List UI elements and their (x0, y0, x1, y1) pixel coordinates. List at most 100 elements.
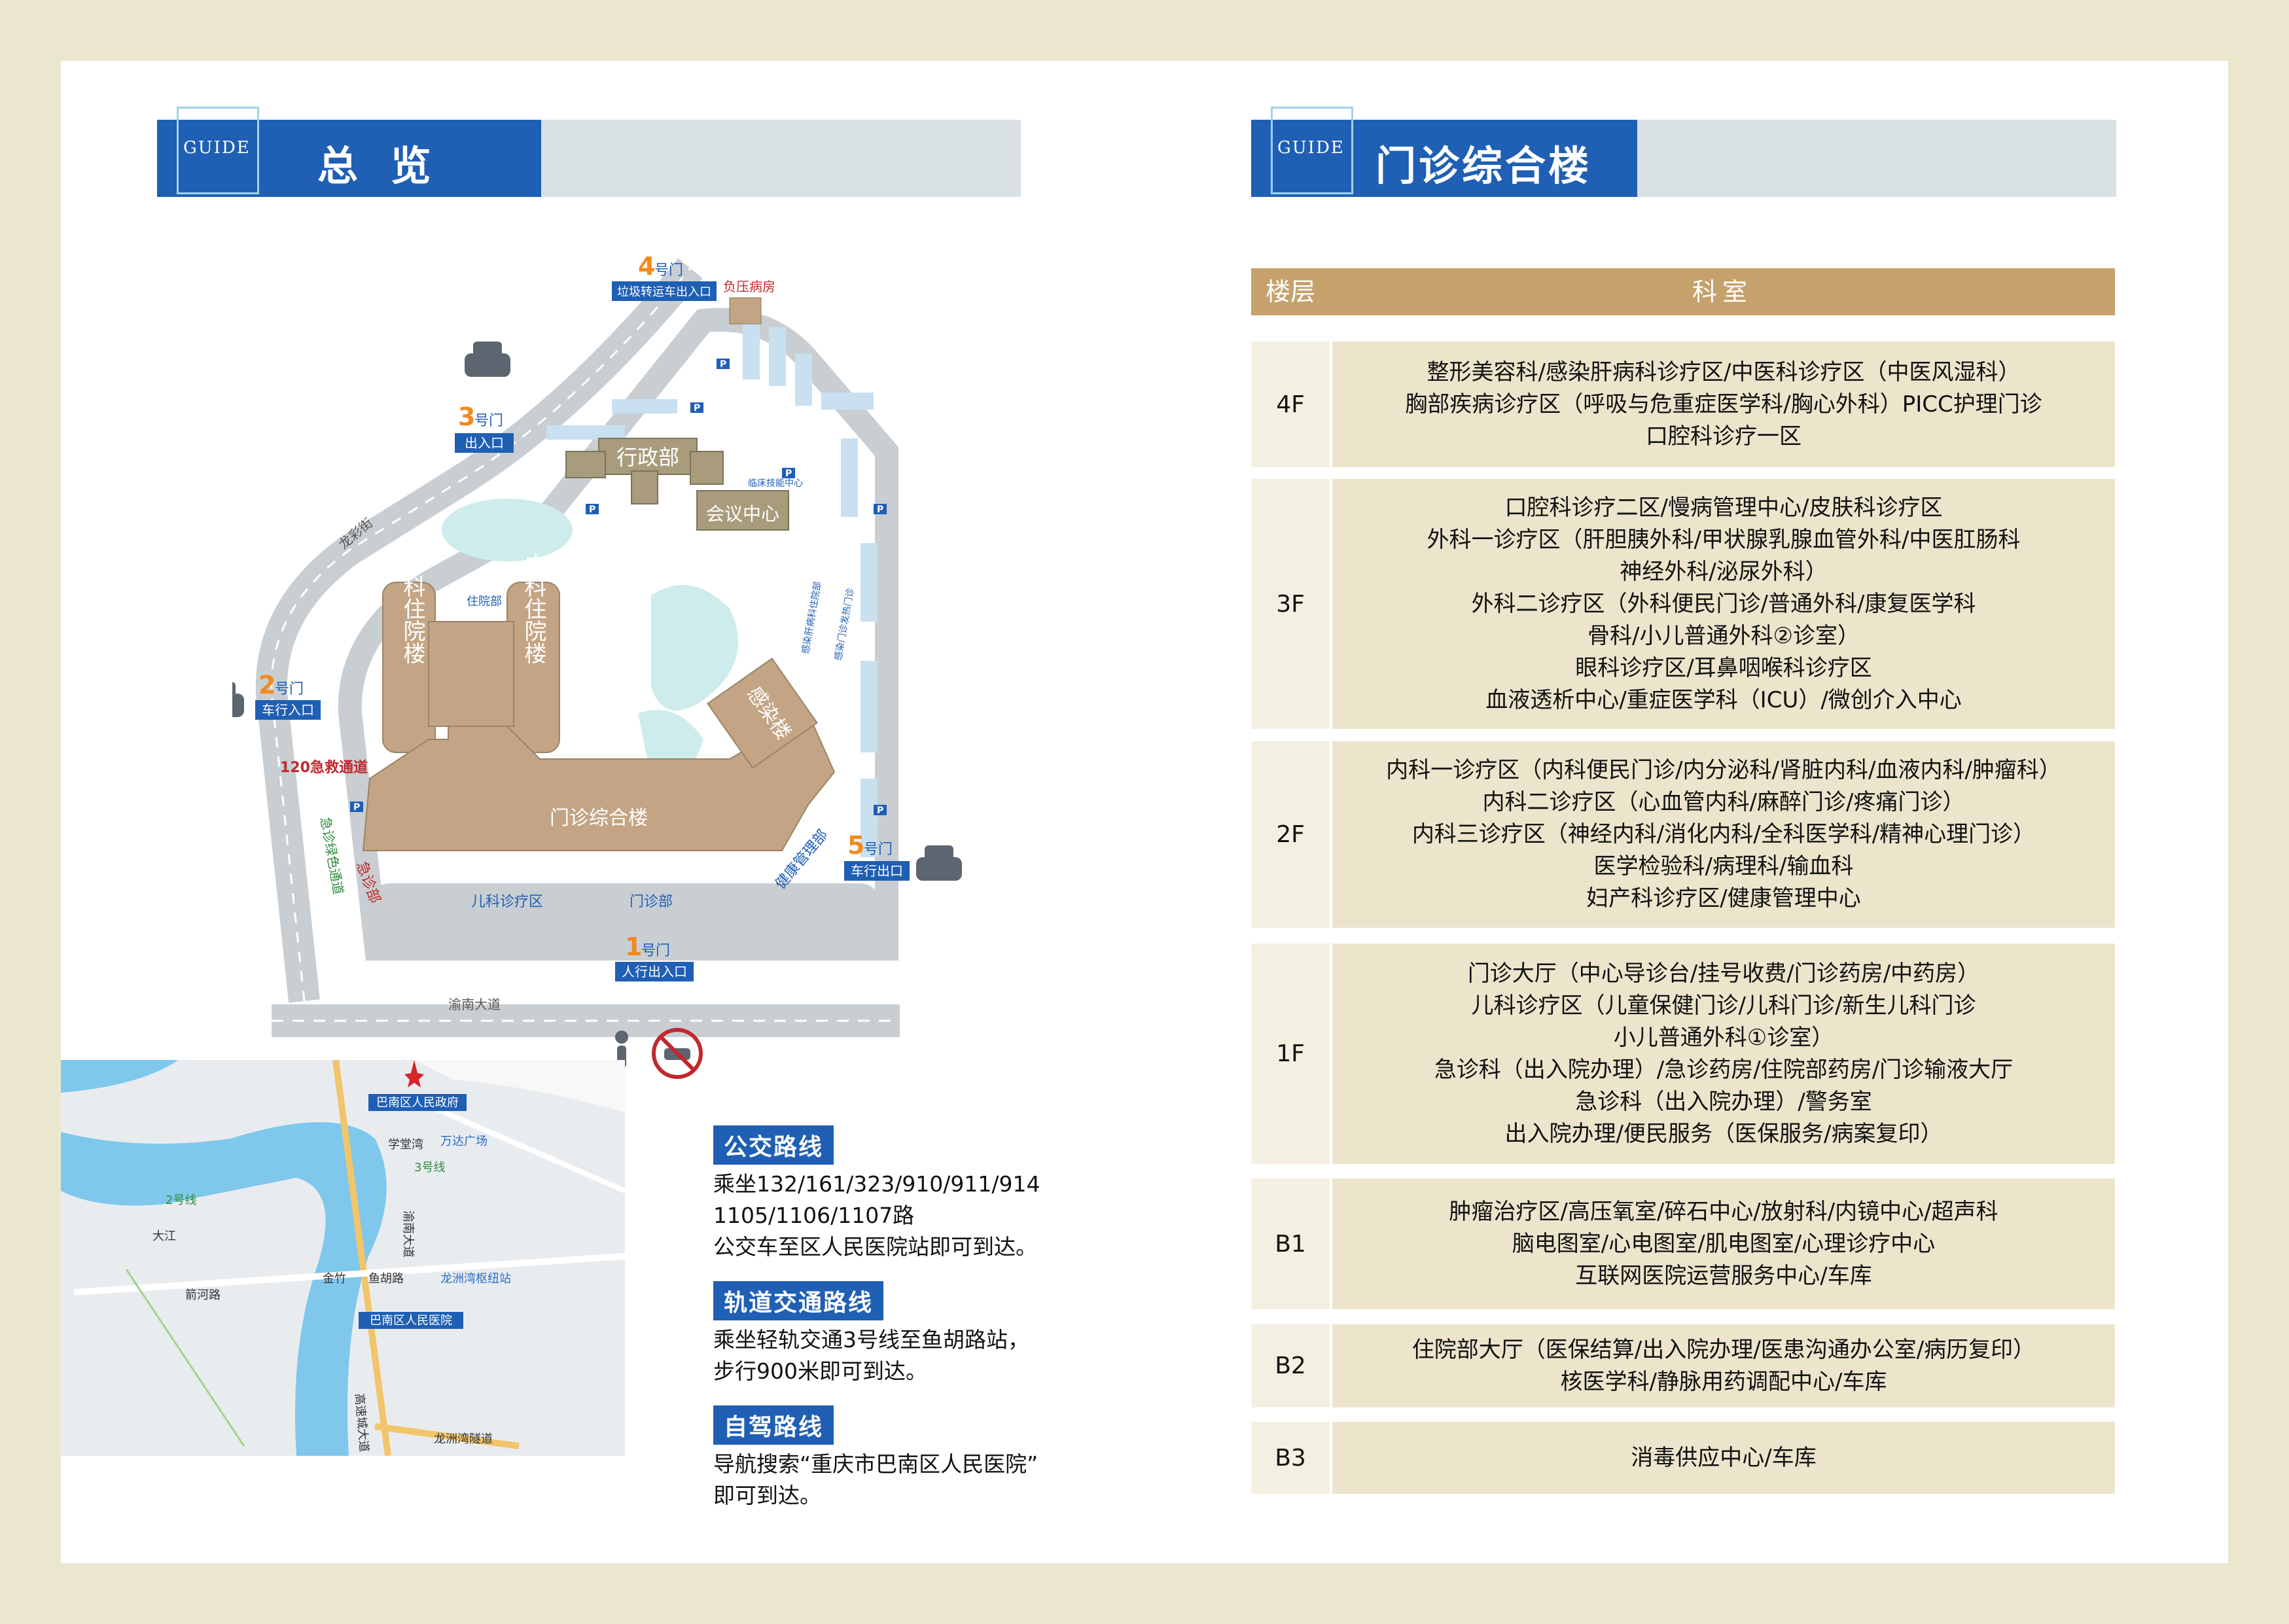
floor-cell: 2F (1251, 741, 1330, 928)
dept-line: 急诊科（出入院办理）/急诊药房/住院部药房/门诊输液大厅 (1434, 1056, 2014, 1083)
drive-route-title: 自驾路线 (713, 1405, 834, 1445)
car-icon (916, 845, 962, 881)
dept-line: 消毒供应中心/车库 (1631, 1444, 1817, 1471)
dept-line: 内科三诊疗区（神经内科/消化内科/全科医学科/精神心理门诊） (1411, 821, 2036, 847)
dept-line: 门诊大厅（中心导诊台/挂号收费/门诊药房/中药房） (1467, 960, 1980, 987)
dept-cell: 口腔科诊疗二区/慢病管理中心/皮肤科诊疗区外科一诊疗区（肝胆胰外科/甲状腺乳腺血… (1332, 479, 2115, 729)
table-header: 楼层 科室 (1251, 268, 2115, 315)
dept-line: 血液透析中心/重症医学科（ICU）/微创介入中心 (1485, 686, 1962, 713)
floor-cell: 3F (1251, 479, 1330, 729)
dept-cell: 肿瘤治疗区/高压氧室/碎石中心/放射科/内镜中心/超声科脑电图室/心电图室/肌电… (1332, 1178, 2115, 1309)
huayuan-label: 高速城大道 (352, 1393, 371, 1453)
road-yunan-label: 渝南大道 (448, 997, 501, 1012)
table-row: B2 住院部大厅（医保结算/出入院办理/医患沟通办公室/病历复印） 核医学科/静脉用… (1251, 1324, 2115, 1407)
campus-map: 行政部 会议中心 临床技能中心 负压病房 外科住院楼 内科住院楼 门诊综合楼 感… (198, 242, 978, 1093)
dept-cell: 住院部大厅（医保结算/出入院办理/医患沟通办公室/病历复印） 核医学科/静脉用药调… (1332, 1324, 2115, 1407)
outpatient-title: 门诊综合楼 (1375, 142, 1592, 190)
gate-3: 3 号门 出入口 (455, 402, 514, 453)
svg-text:1: 1 (625, 932, 642, 961)
ward-entrance-label: 住院部 (467, 595, 502, 609)
conference-label: 会议中心 (706, 503, 779, 525)
car-icon (198, 682, 244, 717)
header-grey-block (1637, 120, 2116, 197)
svg-text:4: 4 (638, 252, 655, 281)
dept-line: 儿科诊疗区（儿童保健门诊/儿科门诊/新生儿科门诊 (1471, 992, 1976, 1019)
bus-route-text: 乘坐132/161/323/910/911/914 1105/1106/1107… (713, 1171, 1040, 1260)
dept-line: 核医学科/静脉用药调配中心/车库 (1560, 1368, 1887, 1395)
guide-frame (1271, 107, 1353, 194)
dept-line: 口腔科诊疗一区 (1646, 423, 1801, 450)
gate-1: 1 号门 人行出入口 (615, 932, 694, 981)
svg-text:号门: 号门 (654, 262, 683, 279)
longzhou-label: 龙洲湾枢纽站 (440, 1272, 511, 1286)
floor-cell: 4F (1251, 342, 1330, 467)
guide-label: GUIDE (183, 138, 251, 158)
xuetangwan-label: 学堂湾 (388, 1138, 423, 1152)
dept-line: 妇产科诊疗区/健康管理中心 (1586, 885, 1861, 911)
rail-route: 轨道交通路线 乘坐轻轨交通3号线至鱼胡路站， 步行900米即可到达。 (713, 1281, 1171, 1387)
dept-line: 神经外科/泌尿外科） (1620, 558, 1828, 585)
location-minimap: 巴南区人民政府 巴南区人民医院 万达广场 学堂湾 3号线 2号线 大江 金竹 鱼… (61, 1060, 625, 1456)
dept-line: 住院部大厅（医保结算/出入院办理/医患沟通办公室/病历复印） (1411, 1336, 2036, 1363)
rail-route-text: 乘坐轻轨交通3号线至鱼胡路站， 步行900米即可到达。 (713, 1327, 1029, 1384)
rail-route-title: 轨道交通路线 (713, 1281, 884, 1320)
wanda-label: 万达广场 (440, 1135, 488, 1148)
dept-line: 肿瘤治疗区/高压氧室/碎石中心/放射科/内镜中心/超声科 (1449, 1198, 1998, 1225)
svg-text:车行入口: 车行入口 (262, 702, 314, 718)
gate-5: 5 号门 车行出口 (844, 831, 910, 881)
floor-cell: B1 (1251, 1178, 1330, 1309)
fever-clinic-label: 感染门诊发热门诊 (832, 587, 856, 661)
dept-line: 脑电图室/心电图室/肌电图室/心理诊疗中心 (1512, 1230, 1936, 1257)
dept-cell: 内科一诊疗区（内科便民门诊/内分泌科/肾脏内科/血液内科/肿瘤科） 内科二诊疗区（… (1332, 741, 2115, 928)
svg-text:出入口: 出入口 (465, 435, 504, 451)
bus-route-title: 公交路线 (713, 1125, 834, 1165)
dept-cell: 门诊大厅（中心导诊台/挂号收费/门诊药房/中药房） 儿科诊疗区（儿童保健门诊/儿科… (1332, 944, 2115, 1164)
dept-line: 胸部疾病诊疗区（呼吸与危重症医学科/胸心外科）PICC护理门诊 (1405, 391, 2042, 417)
jianhe-label: 箭河路 (185, 1288, 221, 1302)
parking-sign: P (694, 403, 700, 414)
guide-label: GUIDE (1277, 138, 1345, 158)
gate-2: 2 号门 车行入口 (255, 671, 321, 720)
floor-cell: B2 (1251, 1324, 1330, 1407)
outpatient-building-label: 门诊综合楼 (550, 807, 648, 830)
dept-cell: 消毒供应中心/车库 (1332, 1422, 2115, 1494)
routes-panel: 公交路线 乘坐132/161/323/910/911/914 1105/1106… (713, 1125, 1171, 1530)
overview-header: GUIDE 总 览 (157, 107, 1021, 197)
line2-label: 2号线 (166, 1193, 196, 1207)
parking-sign: P (720, 359, 726, 370)
dept-line: 急诊科（出入院办理）/警务室 (1575, 1088, 1872, 1115)
parking-sign: P (877, 504, 883, 515)
svg-text:号门: 号门 (275, 681, 304, 697)
header-blue-block (1251, 120, 1637, 197)
yunan-ave-label: 渝南大道 (401, 1210, 415, 1258)
dept-line: 内科二诊疗区（心血管内科/麻醉门诊/疼痛门诊） (1482, 789, 1965, 815)
ambulance-label: 120急救通道 (280, 759, 368, 776)
line3-label: 3号线 (414, 1161, 445, 1174)
dept-line: 骨科/小儿普通外科②诊室） (1588, 622, 1860, 649)
car-icon (465, 342, 510, 377)
clinical-center-label: 临床技能中心 (748, 478, 803, 489)
admin-label: 行政部 (616, 445, 679, 470)
header-grey-block (541, 120, 1021, 197)
dept-line: 内科一诊疗区（内科便民门诊/内分泌科/肾脏内科/血液内科/肿瘤科） (1386, 757, 2061, 783)
parking-sign: P (877, 805, 883, 816)
surgery-ward-label: 外科住院楼 (399, 553, 425, 664)
dept-line: 互联网医院运营服务中心/车库 (1575, 1262, 1872, 1289)
no-car-icon (652, 1028, 703, 1079)
outpatient-header: GUIDE 门诊综合楼 (1251, 107, 2116, 197)
floor-cell: 1F (1251, 944, 1330, 1164)
svg-text:5: 5 (847, 831, 864, 860)
table-row: 2F 内科一诊疗区（内科便民门诊/内分泌科/肾脏内科/血液内科/肿瘤科） 内科二诊疗… (1251, 741, 2115, 928)
outpatient-dept-label: 门诊部 (630, 894, 673, 910)
floor-column-header: 楼层 (1265, 277, 1315, 306)
svg-text:3: 3 (458, 402, 475, 431)
jinzhu-label: 金竹 (323, 1272, 346, 1286)
bus-route: 公交路线 乘坐132/161/323/910/911/914 1105/1106… (713, 1125, 1171, 1263)
header-blue-block (157, 120, 541, 197)
dept-line: 医学检验科/病理科/输血科 (1593, 853, 1854, 879)
infection-entrance-label: 感染肝病科住院部 (800, 580, 823, 654)
